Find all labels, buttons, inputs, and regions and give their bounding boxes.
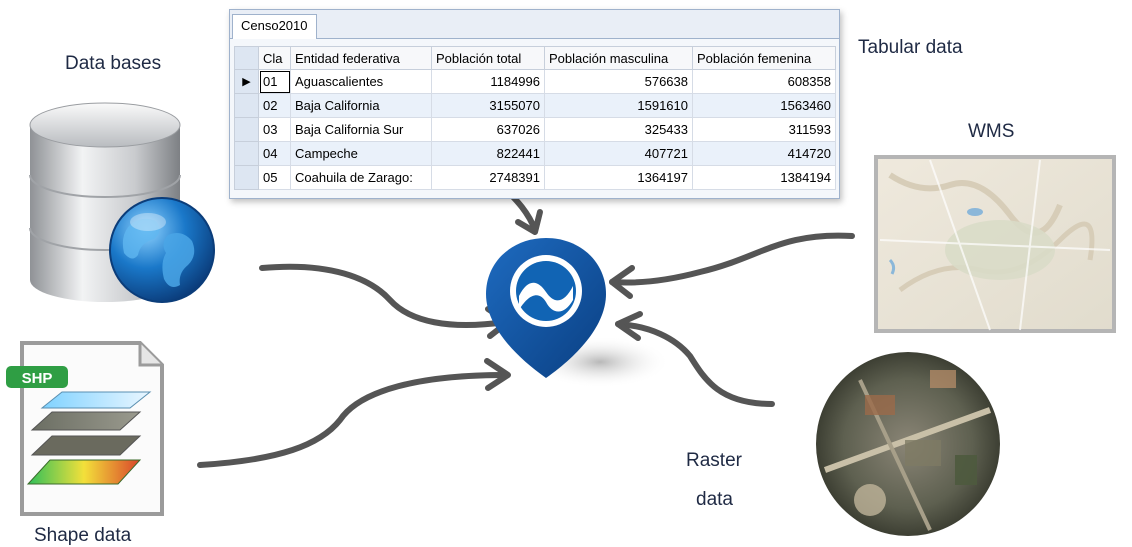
shapefile-icon (6, 341, 164, 516)
cell-masculina[interactable]: 1364197 (544, 165, 693, 190)
cell-total[interactable]: 1184996 (431, 69, 545, 94)
cell-entidad[interactable]: Baja California (290, 93, 432, 118)
label-shape-data: Shape data (34, 525, 132, 546)
row-selector[interactable] (234, 117, 259, 142)
cell-masculina[interactable]: 1591610 (544, 93, 693, 118)
cell-total[interactable]: 822441 (431, 141, 545, 166)
table-row[interactable]: 02 Baja California 3155070 1591610 15634… (234, 93, 836, 118)
cell-cla[interactable]: 05 (258, 165, 291, 190)
cell-total[interactable]: 637026 (431, 117, 545, 142)
column-header-entidad[interactable]: Entidad federativa (290, 46, 432, 70)
column-header-poblacion-total[interactable]: Población total (431, 46, 545, 70)
table-row[interactable]: 03 Baja California Sur 637026 325433 311… (234, 117, 836, 142)
cell-masculina[interactable]: 325433 (544, 117, 693, 142)
label-wms: WMS (968, 121, 1015, 142)
label-data-bases: Data bases (65, 53, 162, 74)
cell-cla[interactable]: 01 (258, 69, 291, 94)
arrowhead-shape (484, 358, 511, 391)
cell-masculina[interactable]: 576638 (544, 69, 693, 94)
table-row[interactable]: 04 Campeche 822441 407721 414720 (234, 141, 836, 166)
cell-total[interactable]: 3155070 (431, 93, 545, 118)
globe-icon (109, 197, 215, 303)
cell-entidad[interactable]: Aguascalientes (290, 69, 432, 94)
label-raster-line1: Raster (686, 450, 742, 471)
column-header-poblacion-femenina[interactable]: Población femenina (692, 46, 836, 70)
grid-header-row: Cla Entidad federativa Población total P… (234, 46, 836, 70)
shp-badge: SHP (22, 370, 53, 387)
cell-femenina[interactable]: 311593 (692, 117, 836, 142)
arrowhead-tabular (515, 209, 543, 235)
table-row[interactable]: 05 Coahuila de Zarago: 2748391 1364197 1… (234, 165, 836, 190)
cell-entidad[interactable]: Coahuila de Zarago: (290, 165, 432, 190)
arrow-from-wms (609, 232, 855, 286)
tab-censo2010[interactable]: Censo2010 (232, 14, 317, 39)
column-header-cla[interactable]: Cla (258, 46, 291, 70)
row-selector[interactable] (234, 165, 259, 190)
cell-femenina[interactable]: 414720 (692, 141, 836, 166)
arrow-from-raster (615, 321, 775, 407)
row-header-corner (234, 46, 259, 70)
tab-strip: Censo2010 (230, 10, 839, 39)
raster-aerial-thumbnail (816, 352, 1000, 536)
cell-cla[interactable]: 02 (258, 93, 291, 118)
label-raster-line2: data (696, 489, 733, 510)
cell-cla[interactable]: 04 (258, 141, 291, 166)
cell-femenina[interactable]: 1384194 (692, 165, 836, 190)
cell-femenina[interactable]: 1563460 (692, 93, 836, 118)
cell-entidad[interactable]: Campeche (290, 141, 432, 166)
table-window: Censo2010 Cla Entidad federativa Poblaci… (229, 9, 840, 199)
table-row[interactable]: ▶ 01 Aguascalientes 1184996 576638 60835… (234, 69, 836, 94)
map-pin-logo (486, 238, 606, 378)
arrowhead-raster (615, 311, 643, 341)
row-selector[interactable] (234, 93, 259, 118)
cell-femenina[interactable]: 608358 (692, 69, 836, 94)
data-grid: Cla Entidad federativa Población total P… (234, 46, 836, 190)
arrow-from-databases (259, 263, 508, 329)
row-indicator-icon: ▶ (234, 69, 259, 94)
label-tabular-data: Tabular data (858, 37, 963, 58)
wms-map-thumbnail (874, 155, 1116, 333)
cell-cla[interactable]: 03 (258, 117, 291, 142)
cell-entidad[interactable]: Baja California Sur (290, 117, 432, 142)
row-selector[interactable] (234, 141, 259, 166)
column-header-poblacion-masculina[interactable]: Población masculina (544, 46, 693, 70)
cell-masculina[interactable]: 407721 (544, 141, 693, 166)
arrow-from-shape (197, 372, 508, 468)
cell-total[interactable]: 2748391 (431, 165, 545, 190)
arrowhead-wms (609, 265, 635, 299)
